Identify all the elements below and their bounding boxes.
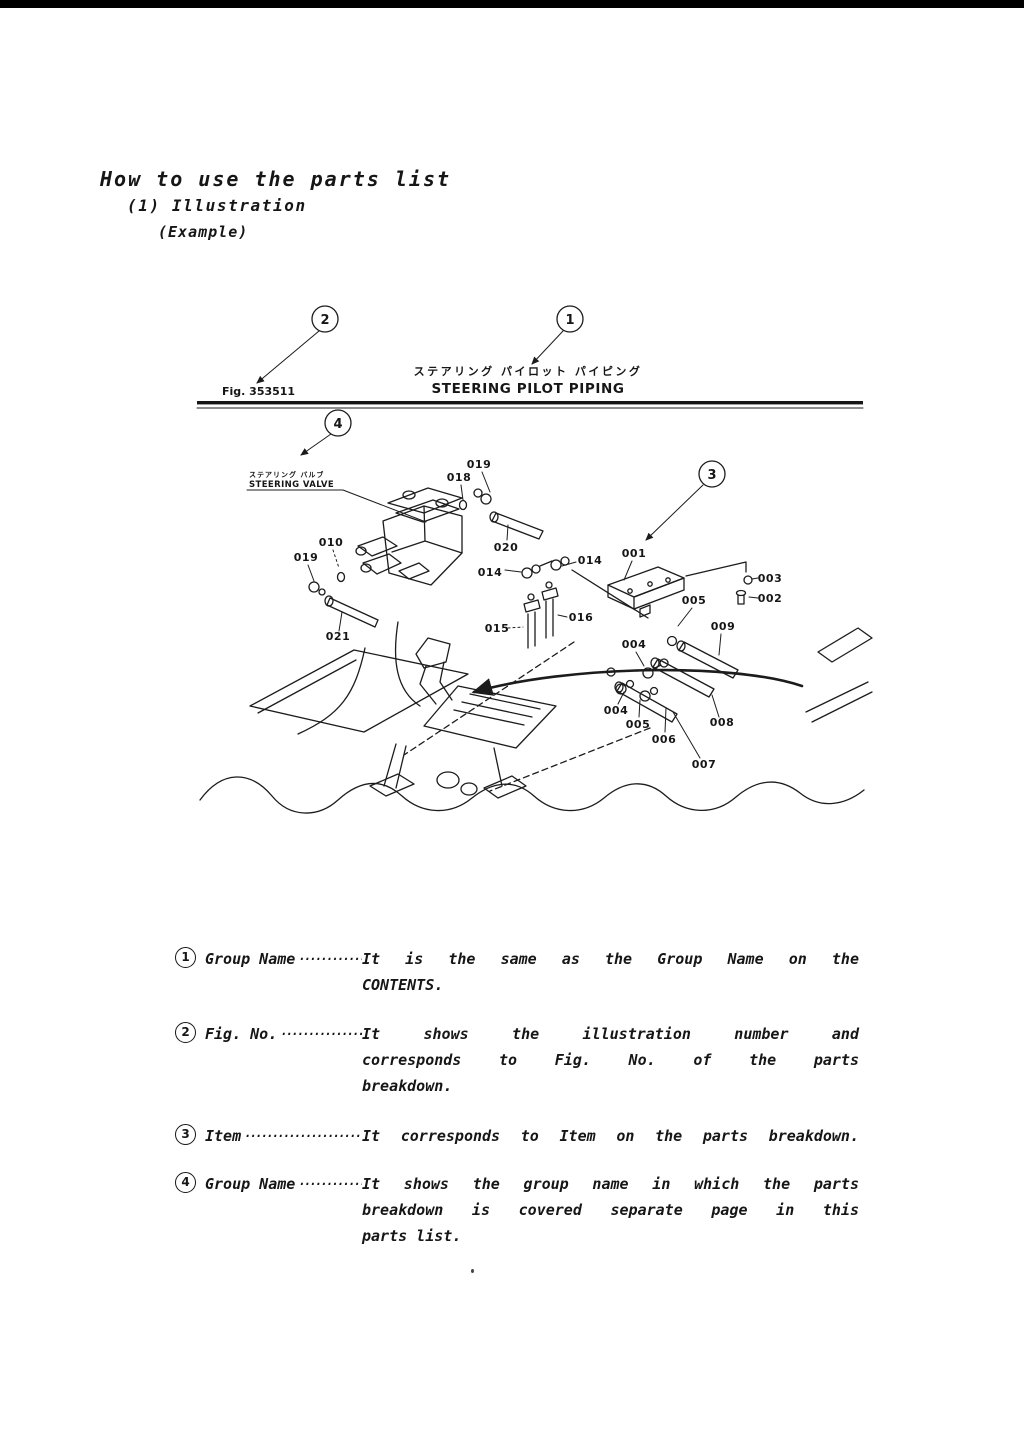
part-label: 019 [294,551,318,564]
note-label: Group Name······························ [205,946,362,972]
part-label: 015 [485,622,509,635]
fittings-lower [606,635,739,723]
callout-4: 4 [333,417,342,432]
part-label: 009 [711,620,735,633]
page-title: How to use the parts list [100,167,452,191]
bracket-drawing [523,561,753,649]
figure-number: Fig. 353511 [222,385,295,398]
note-description: It corresponds to Item on the parts brea… [362,1127,859,1145]
dot-leader: ······························ [279,1025,362,1043]
part-leader-lines [307,471,759,759]
part-label: 021 [326,630,350,643]
dot-leader: ······························ [243,1127,362,1145]
dot-leader: ······························ [297,950,362,968]
callout-3: 3 [707,468,716,483]
note-number: 1 [175,947,196,968]
note-label: Group Name······························ [205,1171,362,1197]
example-label: (Example) [158,223,249,241]
part-label: 010 [319,536,343,549]
note-description: It shows the group name in which the par… [362,1175,859,1245]
note-number: 2 [175,1022,196,1043]
part-label: 020 [494,541,518,554]
part-label: 008 [710,716,734,729]
scan-edge [0,0,1024,8]
note-number: 4 [175,1172,196,1193]
part-label: 006 [652,733,676,746]
parts-diagram: Fig. 353511 ステアリング パイロット パイピング STEERING … [196,305,873,814]
part-label: 016 [569,611,593,624]
part-label: 018 [447,471,471,484]
note-label: Fig. No.······························ [205,1021,362,1047]
section-heading: (1) Illustration [127,196,307,215]
part-label: 019 [467,458,491,471]
steering-valve-drawing [355,487,463,586]
stray-mark [471,1269,474,1273]
note-description: It is the same as the Group Name on the … [362,950,859,994]
note-description: It shows the illustration number and cor… [362,1025,859,1095]
note-number: 3 [175,1124,196,1145]
header-rule [196,401,864,409]
part-label: 001 [622,547,646,560]
svg-text:ステアリング バルブ: ステアリング バルブ [249,470,324,479]
break-wave-line [199,776,865,814]
note-label: Item······························ [205,1123,362,1149]
fittings-upper [308,488,649,628]
part-label: 004 [604,704,628,717]
part-label: 014 [578,554,602,567]
part-label: 005 [682,594,706,607]
machine-chassis-drawing [249,621,873,799]
callout-1: 1 [565,313,574,328]
part-label: 004 [622,638,646,651]
pointer-arrow [471,668,804,696]
part-label: 014 [478,566,502,579]
callouts: 2 1 3 4 [256,305,726,541]
figure-title-japanese: ステアリング パイロット パイピング [414,364,643,378]
part-label: 003 [758,572,782,585]
part-label: 007 [692,758,716,771]
valve-label: ステアリング バルブ STEERING VALVE [246,470,427,523]
dot-leader: ······························ [297,1175,362,1193]
callout-2: 2 [320,313,329,328]
part-labels: 019 018 010 019 020 021 014 014 001 003 … [294,458,782,771]
svg-text:STEERING VALVE: STEERING VALVE [249,480,334,490]
part-label: 005 [626,718,650,731]
part-label: 002 [758,592,782,605]
figure-title-english: STEERING PILOT PIPING [431,381,624,397]
